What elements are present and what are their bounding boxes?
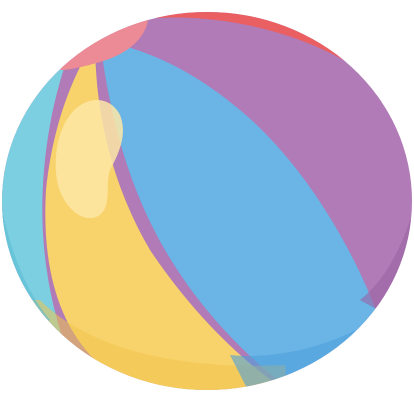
blue-panel: [100, 40, 380, 390]
highlight-shine: [55, 100, 123, 219]
yellow-panel: [45, 40, 285, 390]
pink-cap: [60, 20, 148, 70]
